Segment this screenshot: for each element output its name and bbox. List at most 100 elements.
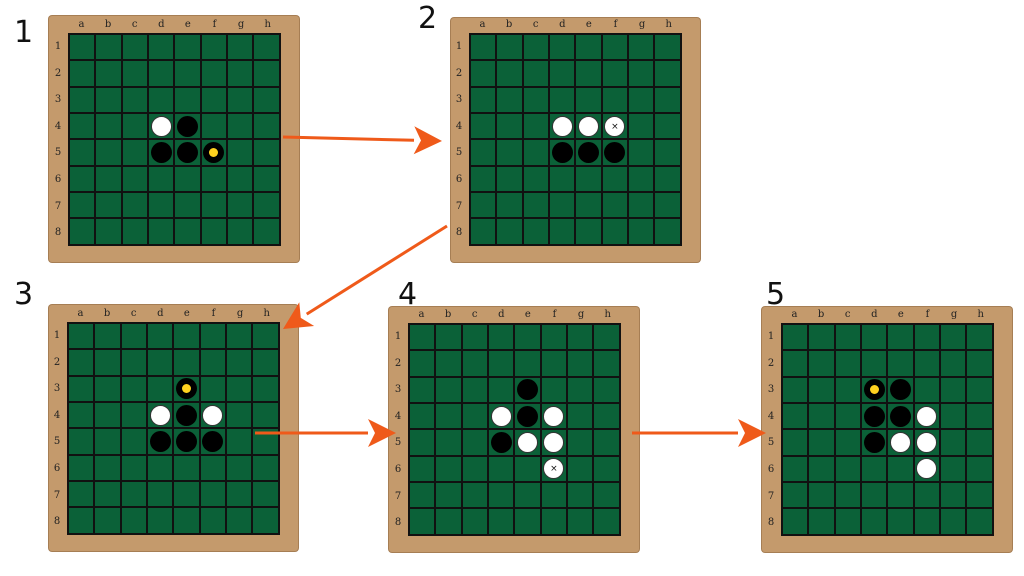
board-cell [174, 165, 201, 193]
column-label: b [505, 19, 513, 30]
board-cell [496, 218, 523, 245]
board-cell [808, 482, 835, 509]
board-cell [121, 165, 149, 193]
board-cell [147, 402, 174, 429]
board-grid [781, 323, 994, 536]
board-cell [148, 34, 175, 61]
column-label: c [532, 19, 539, 30]
board-cell: × [540, 455, 568, 483]
white-disc: × [543, 458, 565, 480]
board-cell [173, 507, 200, 534]
board-cell [654, 139, 681, 166]
step-number: 3 [14, 277, 34, 312]
column-label: d [158, 19, 165, 30]
column-label: g [638, 19, 646, 30]
board-cell [94, 428, 121, 455]
last-move-dot [869, 385, 879, 395]
step-number: 2 [418, 1, 438, 36]
board-cell [94, 481, 121, 508]
board-cell [514, 482, 541, 509]
board-cell [782, 482, 809, 509]
board-cell [514, 376, 541, 404]
board-cell [834, 482, 862, 509]
board-cell [887, 403, 914, 430]
board-cell [226, 375, 253, 403]
board-cell [567, 455, 594, 483]
row-label: 4 [767, 410, 775, 422]
row-label: 6 [54, 174, 62, 185]
board-cell [966, 482, 993, 509]
row-label: 3 [767, 384, 775, 396]
board-cell [435, 350, 462, 377]
board-cell [147, 454, 174, 482]
board-cell [461, 403, 489, 430]
board-cell [409, 350, 436, 377]
board-cell [200, 165, 228, 193]
board-cell [200, 139, 228, 166]
row-label: 7 [394, 490, 402, 502]
column-label: g [950, 309, 958, 320]
board-cell [861, 403, 888, 430]
board-cell [252, 375, 279, 403]
column-label: f [613, 19, 618, 30]
column-label: d [871, 309, 878, 320]
board-cell [148, 86, 175, 114]
column-label: e [184, 19, 191, 30]
board-cell [496, 139, 523, 166]
row-label: 3 [54, 94, 62, 106]
board-cell [470, 192, 497, 219]
row-label: 3 [53, 383, 61, 395]
board-cell [593, 350, 620, 377]
board-cell [461, 324, 489, 351]
board-cell [522, 139, 550, 166]
board-cell [522, 113, 550, 140]
black-disc [176, 431, 198, 453]
column-label: e [897, 309, 904, 320]
board-cell [488, 350, 515, 377]
board-cell [173, 349, 200, 376]
board-cell [147, 507, 174, 534]
board-cell [861, 350, 888, 377]
column-label: c [844, 309, 851, 320]
board-cell [940, 455, 967, 483]
row-label: 3 [455, 94, 463, 106]
board-cell [174, 139, 201, 166]
board-cell [567, 508, 594, 535]
board-cell [913, 324, 941, 351]
board-cell [514, 324, 541, 351]
board-cell [470, 113, 497, 140]
board-cell [575, 165, 602, 193]
column-label: c [471, 309, 478, 320]
board-cell [514, 508, 541, 535]
board-cell [567, 376, 594, 404]
board-cell [913, 350, 941, 377]
board-cell [435, 403, 462, 430]
board-cell [173, 454, 200, 482]
white-disc [543, 405, 565, 427]
board-cell [227, 86, 254, 114]
board-cell [409, 455, 436, 483]
board-cell [940, 350, 967, 377]
board-cell [470, 218, 497, 245]
row-label: 1 [767, 331, 775, 342]
board-cell [148, 139, 175, 166]
board-cell [253, 86, 280, 114]
board-cell [782, 324, 809, 351]
board-cell [887, 508, 914, 535]
board-cell [252, 507, 279, 534]
row-label: 1 [455, 41, 463, 52]
board-cell [549, 86, 576, 114]
board-cell [68, 323, 95, 350]
row-label: 8 [53, 516, 61, 528]
board-cell [567, 324, 594, 351]
board-cell [654, 86, 681, 114]
board-cell [94, 349, 121, 376]
board-cell: × [601, 113, 629, 140]
board-cell [488, 482, 515, 509]
step-number: 4 [398, 277, 418, 312]
board-cell [147, 323, 174, 350]
board-cell [173, 323, 200, 350]
board-cell [834, 350, 862, 377]
board-cell [94, 323, 121, 350]
board-cell [514, 429, 541, 456]
